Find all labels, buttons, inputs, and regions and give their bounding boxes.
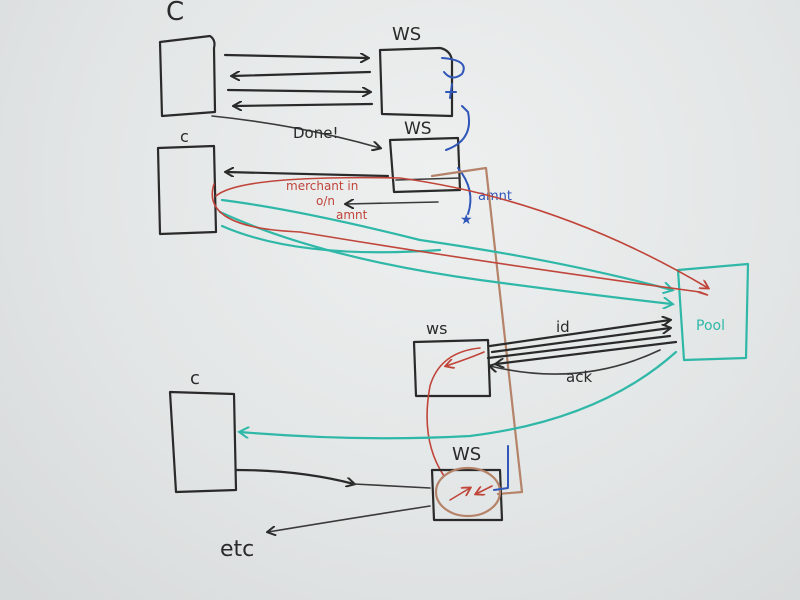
ws-box-bottom bbox=[430, 445, 509, 522]
ws-box-lower bbox=[412, 338, 492, 398]
blue-loop-top bbox=[441, 57, 465, 79]
client-to-ws-bottom-arrow bbox=[234, 468, 354, 484]
client-box-bottom bbox=[168, 390, 238, 494]
etc-arrow bbox=[268, 505, 431, 532]
id-label: id bbox=[556, 318, 570, 336]
ack-arrow bbox=[490, 349, 661, 375]
star-mark: ★ bbox=[460, 212, 473, 228]
ws-box-top bbox=[378, 46, 465, 118]
amount-red-label: amnt bbox=[336, 208, 368, 222]
brown-loop-bottom bbox=[434, 466, 502, 518]
teal-pool-to-client bbox=[240, 350, 678, 440]
ws-top-label: WS bbox=[392, 24, 421, 45]
top-message-arrows bbox=[223, 55, 374, 106]
etc-label: etc bbox=[220, 537, 254, 562]
red-loop-inner bbox=[215, 176, 708, 288]
ws-bottom-label: WS bbox=[452, 444, 481, 465]
client-box-mid bbox=[156, 144, 218, 236]
client-top-label: C bbox=[166, 0, 184, 27]
client-box-top bbox=[158, 34, 217, 118]
amount-arrow bbox=[346, 202, 439, 204]
teal-arrow-3 bbox=[220, 224, 442, 254]
red-loop-outer bbox=[211, 183, 709, 296]
id-arrows bbox=[486, 320, 678, 364]
on-label: o/n bbox=[316, 194, 335, 208]
done-label: Done! bbox=[293, 124, 338, 142]
blue-loop-mid bbox=[445, 105, 470, 151]
red-loop-lower bbox=[426, 347, 481, 477]
brown-path bbox=[430, 166, 524, 496]
pool-label: Pool bbox=[696, 318, 725, 334]
merchant-label: merchant in bbox=[286, 179, 358, 193]
pool-box bbox=[676, 262, 750, 362]
teal-arrow-2 bbox=[218, 210, 672, 304]
client-mid-label: c bbox=[180, 127, 189, 146]
client-bottom-label: c bbox=[190, 368, 200, 389]
ws-mid-label: WS bbox=[404, 119, 432, 139]
ws-lower-label: ws bbox=[426, 319, 447, 338]
ws-to-client-arrow bbox=[226, 172, 390, 176]
teal-arrow-1 bbox=[220, 198, 672, 290]
blue-line-bottom bbox=[493, 445, 509, 491]
ack-label: ack bbox=[566, 368, 592, 386]
done-arrow bbox=[211, 115, 380, 148]
